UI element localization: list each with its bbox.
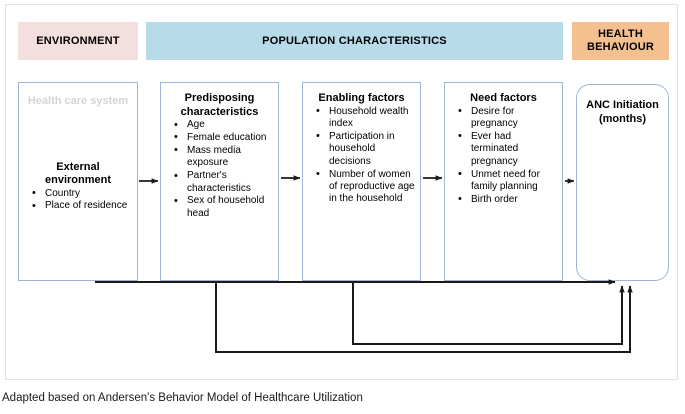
list-item: Partner's characteristics — [174, 170, 274, 195]
list-item: Ever had terminated pregnancy — [458, 130, 558, 168]
list-item: Place of residence — [32, 200, 133, 213]
health-care-system-title: Health care system — [27, 95, 129, 107]
list-item: Sex of household head — [174, 195, 274, 220]
predisposing-list: Age Female education Mass media exposure… — [161, 118, 278, 220]
list-item: Participation in household decisions — [316, 130, 416, 168]
enabling-title: Enabling factors — [318, 92, 405, 104]
band-health-label: HEALTH BEHAVIOUR — [587, 28, 654, 53]
band-population-label: POPULATION CHARACTERISTICS — [262, 34, 447, 47]
anc-initiation-title: ANC Initiation (months) — [586, 99, 659, 125]
band-environment: ENVIRONMENT — [18, 22, 138, 60]
list-item: Household wealth index — [316, 105, 416, 131]
band-health-behaviour: HEALTH BEHAVIOUR — [572, 22, 669, 60]
list-item: Birth order — [458, 193, 558, 206]
list-item: Desire for pregnancy — [458, 105, 558, 131]
need-list: Desire for pregnancy Ever had terminated… — [445, 105, 562, 207]
figure-caption: Adapted based on Andersen's Behavior Mod… — [2, 392, 363, 404]
box-enabling-factors: Enabling factors Household wealth index … — [302, 82, 421, 281]
enabling-list: Household wealth index Participation in … — [303, 105, 420, 206]
box-anc-initiation: ANC Initiation (months) — [576, 84, 669, 281]
need-title: Need factors — [470, 92, 537, 104]
box-external-environment: Health care system External environment … — [18, 82, 138, 281]
box-need-factors: Need factors Desire for pregnancy Ever h… — [444, 82, 563, 281]
external-environment-list: Country Place of residence — [19, 187, 137, 213]
list-item: Female education — [174, 131, 274, 144]
box-predisposing-characteristics: Predisposing characteristics Age Female … — [160, 82, 279, 281]
list-item: Unmet need for family planning — [458, 168, 558, 194]
external-environment-title: External environment — [44, 160, 111, 187]
list-item: Country — [32, 187, 133, 200]
band-population-characteristics: POPULATION CHARACTERISTICS — [146, 22, 563, 60]
list-item: Mass media exposure — [174, 144, 274, 170]
list-item: Number of women of reproductive age in t… — [316, 168, 416, 206]
list-item: Age — [174, 118, 274, 131]
band-environment-label: ENVIRONMENT — [36, 34, 120, 47]
predisposing-title: Predisposing characteristics — [180, 92, 259, 118]
